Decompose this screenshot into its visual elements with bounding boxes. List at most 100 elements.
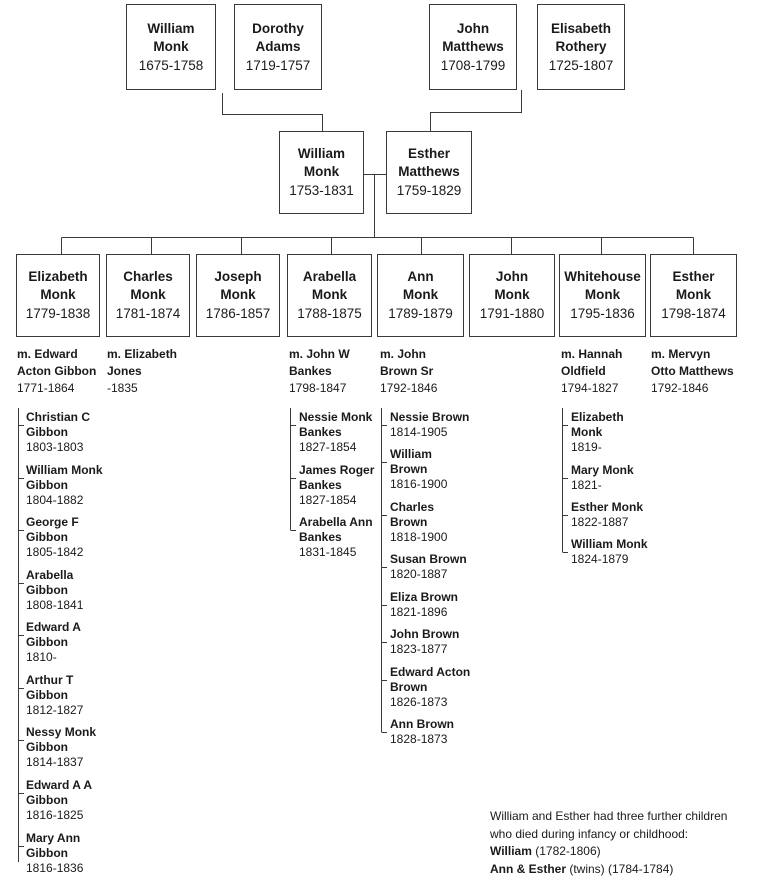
grandchild-dates: 1827-1854 [299,493,357,507]
grandchild-dates: 1814-1905 [390,425,448,439]
note-dates: (twins) (1784-1784) [566,861,674,876]
grandchild-entry: James Roger Bankes 1827-1854 [299,463,374,508]
person-dates: 1798-1874 [661,306,726,321]
grandchild-name: Eliza Brown [390,590,459,604]
spouse-dates: 1798-1847 [289,381,347,395]
spouse-line1: m. John [380,347,427,361]
grandchild-surname: Bankes [299,530,342,544]
grandchild-dates: 1820-1887 [390,567,448,581]
spouse-dates: -1835 [107,381,138,395]
grandchild-entry: Nessie Brown 1814-1905 [390,410,469,440]
note-name-bold: William [490,844,532,858]
grandchild-entry: Nessie Monk Bankes 1827-1854 [299,410,372,455]
person-dates: 1789-1879 [388,306,453,321]
person-dates: 1759-1829 [396,183,462,198]
note-line: William and Esther had three further chi… [490,809,728,823]
person-name: Esther [672,269,715,284]
grandchild-name: Christian C [26,410,91,424]
grandchild-name: William Monk [26,463,103,477]
grandchild-name: Arthur T [26,673,74,687]
grandchild-dates: 1805-1842 [26,545,84,559]
grandchild-name: William Monk [571,537,648,551]
person-name: Joseph [214,269,262,284]
grandchild-name: George F [26,515,79,529]
grandchild-dates: 1810- [26,650,57,664]
person-surname: Monk [584,287,621,302]
person-name: Arabella [302,269,357,284]
person-box-elisabeth-rothery: Elisabeth Rothery 1725-1807 [537,4,625,90]
spouse-line1: m. John W [289,347,350,361]
grandchild-surname: Gibbon [26,846,68,860]
spouse-hannah-oldfield: m. Hannah Oldfield 1794-1827 [561,346,622,397]
person-box-joseph-monk: Joseph Monk 1786-1857 [196,254,280,337]
spouse-line1: m. Hannah [561,347,623,361]
person-dates: 1781-1874 [115,306,181,321]
grandchild-name: Edward Acton [390,665,471,679]
grandchild-entry: Edward A A Gibbon 1816-1825 [26,778,92,823]
person-dates: 1779-1838 [25,306,91,321]
spouse-line2: Brown Sr [380,364,434,378]
grandchild-surname: Gibbon [26,740,68,754]
note-line: who died during infancy or childhood: [490,826,689,841]
person-surname: Monk [220,287,256,302]
person-dates: 1675-1758 [138,57,204,73]
grandchild-dates: 1826-1873 [390,695,448,709]
person-surname: Monk [494,287,530,302]
grandchild-name: James Roger [299,463,375,477]
spouse-dates: 1792-1846 [380,381,438,395]
note-dates: (1782-1806) [531,844,601,858]
grandchild-surname: Gibbon [26,583,68,597]
grandchild-dates: 1804-1882 [26,493,84,507]
note-line: William (1782-1806) [490,843,727,861]
person-surname: Monk [153,38,189,54]
person-surname: Monk [675,287,712,302]
connector-parents [364,174,388,238]
person-dates: 1791-1880 [479,306,545,321]
spouse-line2: Jones [107,364,142,378]
grandchild-surname: Gibbon [26,635,68,649]
grandchild-surname: Brown [390,515,428,529]
grandchild-surname: Bankes [299,478,342,492]
person-name: Ann [407,269,434,284]
grandchild-dates: 1823-1877 [390,642,448,656]
grandchild-name: Susan Brown [390,552,467,566]
person-name: William [147,20,195,36]
grandchild-entry: Mary Ann Gibbon 1816-1836 [26,831,83,876]
grandchild-surname: Gibbon [26,425,68,439]
person-box-arabella-monk: Arabella Monk 1788-1875 [287,254,372,337]
person-name: Charles [123,269,173,284]
connector-matthews-grandparents [430,90,522,131]
spouse-mervyn-otto-matthews: m. Mervyn Otto Matthews 1792-1846 [651,346,734,397]
person-box-john-matthews: John Matthews 1708-1799 [429,4,517,90]
grandchild-entry: Esther Monk 1822-1887 [571,500,643,530]
grandchild-entry: Ann Brown 1828-1873 [390,717,454,747]
grandchild-entry: Arabella Gibbon 1808-1841 [26,568,83,613]
grandchild-entry: Edward Acton Brown 1826-1873 [390,665,470,710]
grandchild-dates: 1824-1879 [571,552,629,566]
spouse-dates: 1794-1827 [561,381,619,395]
grandchild-entry: William Monk Gibbon 1804-1882 [26,463,103,508]
grandchild-surname: Monk [571,425,603,439]
grandchild-surname: Gibbon [26,688,68,702]
grandchild-entry: Mary Monk 1821- [571,463,634,493]
grandchild-name: Nessie Monk [299,410,373,424]
person-surname: Monk [311,287,348,302]
spouse-edward-acton-gibbon: m. Edward Acton Gibbon 1771-1864 [17,346,96,397]
grandchild-surname: Gibbon [26,793,68,807]
grandchild-entry: Susan Brown 1820-1887 [390,552,467,582]
grandchild-dates: 1814-1837 [26,755,84,769]
grandchild-entry: Arthur T Gibbon 1812-1827 [26,673,83,718]
grandchild-entry: Christian C Gibbon 1803-1803 [26,410,90,455]
note-name-bold: Ann & Esther [490,861,567,876]
person-surname: Adams [255,38,301,54]
person-box-esther-monk: Esther Monk 1798-1874 [650,254,737,337]
grandchild-entry: Eliza Brown 1821-1896 [390,590,458,620]
person-surname: Matthews [442,38,504,54]
grandchild-name: Mary Ann [26,831,81,845]
person-box-elizabeth-monk: Elizabeth Monk 1779-1838 [16,254,100,337]
spouse-line2: Bankes [289,364,332,378]
grandchild-surname: Brown [390,680,428,694]
person-name: Elisabeth [550,20,612,36]
grandchild-entry: Nessy Monk Gibbon 1814-1837 [26,725,96,770]
